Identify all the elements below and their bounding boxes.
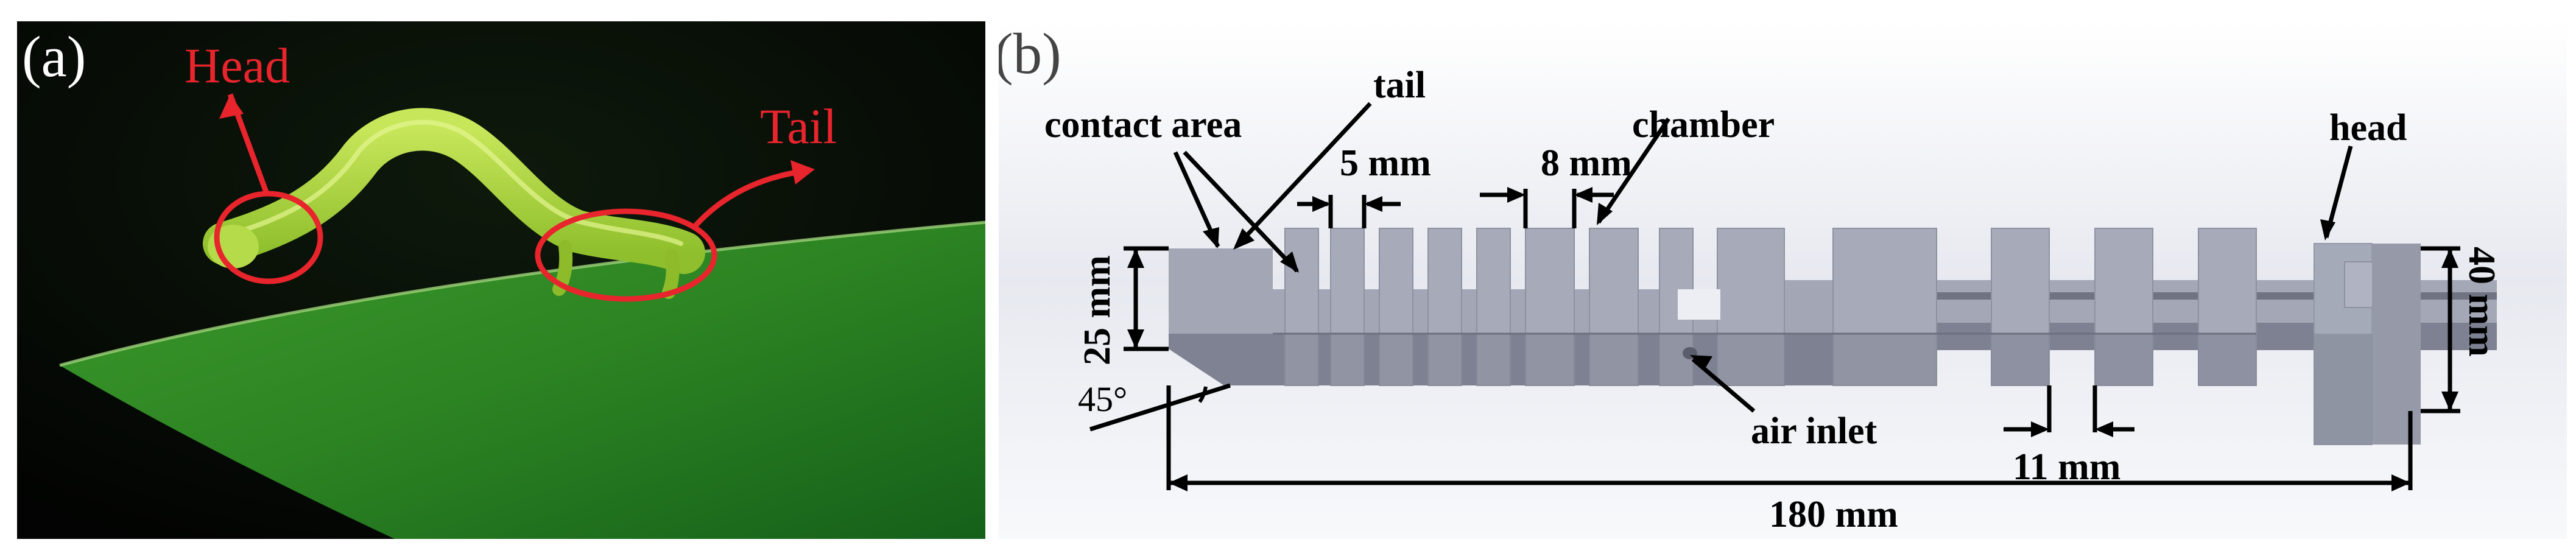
caterpillar-photo: (a) Head Tail	[17, 21, 986, 539]
tail-arrow	[691, 167, 809, 230]
air-inlet-label: air inlet	[1751, 410, 1877, 452]
tail-label: Tail	[760, 99, 837, 154]
head-circle	[214, 191, 323, 284]
panel-b-cad: (b) contact area tail chamber head air i…	[994, 21, 2567, 539]
dimension-11mm: 11 mm	[2013, 446, 2120, 488]
dimension-lines	[1089, 102, 2460, 490]
caterpillar-body	[203, 108, 705, 274]
fins	[1273, 228, 2257, 386]
dimension-180mm: 180 mm	[1769, 494, 1898, 535]
leaf	[60, 222, 985, 539]
dimension-5mm: 5 mm	[1340, 142, 1431, 184]
dimension-angle: 45°	[1078, 379, 1127, 419]
arrowheads	[1127, 187, 2458, 491]
cad-diagram: (b) contact area tail chamber head air i…	[994, 21, 2567, 539]
tail-label: tail	[1373, 65, 1426, 106]
panel-b-label: (b)	[999, 21, 1061, 86]
panel-a-label: (a)	[22, 24, 86, 89]
panel-a-photo: (a) Head Tail	[17, 21, 986, 539]
head-label: Head	[185, 38, 290, 93]
dimension-8mm: 8 mm	[1541, 142, 1632, 184]
chamber-label: chamber	[1632, 104, 1775, 146]
contact-area-label: contact area	[1044, 104, 1242, 146]
head-body	[2314, 243, 2421, 445]
head-label: head	[2329, 107, 2407, 149]
dimension-40mm: 40 mm	[2461, 247, 2502, 357]
tail-circle	[535, 208, 717, 302]
dimension-25mm: 25 mm	[1077, 255, 1118, 365]
